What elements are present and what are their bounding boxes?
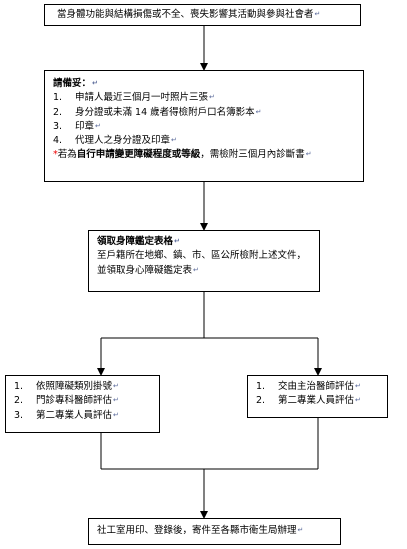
form-box-body: 至戶籍所在地鄉、鎮、市、區公所檢附上述文件，並領取身心障礙鑑定表↵ xyxy=(97,250,307,276)
requirement-2-text: 身分證或未滿 14 歲者得檢附戶口名簿影本 xyxy=(75,106,255,118)
top-box: 當身體功能與結構損傷或不全、喪失影響其活動與參與社會者↵ xyxy=(44,4,361,26)
form-box: 領取身障鑑定表格↵ 至戶籍所在地鄉、鎮、市、區公所檢附上述文件，並領取身心障礙鑑… xyxy=(88,230,320,292)
right-branch-box: 1. 交由主治醫師評估↵ 2. 第二專業人員評估↵ xyxy=(247,375,388,418)
bottom-box-text: 社工室用印、登錄後，寄件至各縣市衛生局辦理 xyxy=(97,525,297,536)
requirement-item-2: 2. 身分證或未滿 14 歲者得檢附戶口名簿影本↵ xyxy=(53,106,262,118)
right-branch-item-1: 1. 交由主治醫師評估↵ xyxy=(256,381,361,392)
requirement-item-4: 4. 代理人之身分證及印章↵ xyxy=(53,135,177,146)
form-box-title: 領取身障鑑定表格↵ xyxy=(97,236,180,247)
requirement-item-3: 3. 印章↵ xyxy=(53,120,101,132)
note-bold-text: 自行申請變更障礙程度或等級 xyxy=(76,149,201,161)
note-star: * xyxy=(53,149,58,161)
requirements-note: *若為自行申請變更障礙程度或等級，需檢附三個月內診斷書↵ xyxy=(53,149,312,161)
left-branch-box: 1. 依照障礙類別掛號↵ 2. 門診專科醫師評估↵ 3. 第二專業人員評估↵ xyxy=(5,375,160,433)
paragraph-mark: ↵ xyxy=(314,10,321,18)
left-branch-item-2: 2. 門診專科醫師評估↵ xyxy=(14,395,119,407)
requirements-title: 請備妥：↵ xyxy=(53,78,98,89)
left-branch-item-1: 1. 依照障礙類別掛號↵ xyxy=(14,381,119,392)
top-box-text: 當身體功能與結構損傷或不全、喪失影響其活動與參與社會者 xyxy=(57,9,314,20)
bottom-box: 社工室用印、登錄後，寄件至各縣市衛生局辦理↵ xyxy=(88,518,341,545)
requirement-item-1: 1. 申請人最近三個月一吋照片三張↵ xyxy=(53,92,215,104)
left-branch-item-3: 3. 第二專業人員評估↵ xyxy=(14,409,119,421)
requirement-1-text: 申請人最近三個月一吋照片三張 xyxy=(75,92,209,104)
right-branch-item-2: 2. 第二專業人員評估↵ xyxy=(256,395,361,407)
requirement-3-text: 印章 xyxy=(75,120,95,132)
requirement-4-text: 代理人之身分證及印章 xyxy=(75,135,171,146)
requirements-box: 請備妥：↵ 1. 申請人最近三個月一吋照片三張↵ 2. 身分證或未滿 14 歲者… xyxy=(44,70,364,182)
